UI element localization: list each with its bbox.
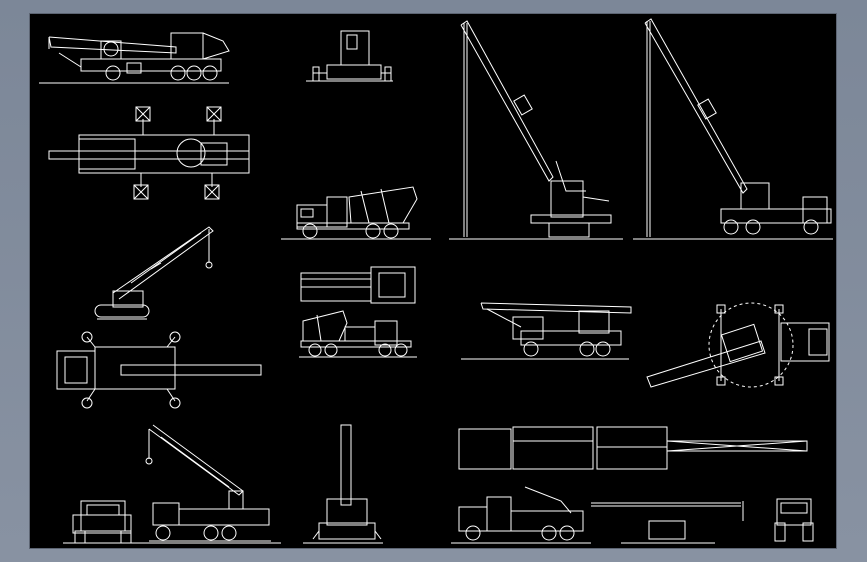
truck-crane-top-view-icon xyxy=(48,106,250,200)
concrete-mixer-top-view-icon xyxy=(300,266,416,304)
tower-crane-side-view-icon xyxy=(449,20,623,240)
jib-detail-icon xyxy=(591,501,744,544)
truck-front-view-icon xyxy=(63,500,139,544)
truck-front-view-small-icon xyxy=(774,498,814,542)
drawing-canvas[interactable] xyxy=(29,13,837,549)
recovery-truck-side-view-icon xyxy=(451,486,591,544)
lattice-crane-side-view-icon xyxy=(139,424,281,544)
lattice-boom-top-view-icon xyxy=(458,426,808,470)
mobile-crane-side-view-icon xyxy=(461,302,632,360)
mobile-crane-top-view-icon xyxy=(646,302,830,388)
crane-rear-view-icon xyxy=(303,424,383,544)
cad-drawing xyxy=(39,18,833,544)
truck-crane-boom-up-side-view-icon xyxy=(633,18,833,240)
truck-crane-side-view-icon xyxy=(39,32,230,84)
concrete-mixer-side-view-small-icon xyxy=(299,310,417,358)
concrete-mixer-truck-side-view-icon xyxy=(281,186,431,240)
truck-crane-rear-view-icon xyxy=(306,30,393,82)
crawler-crane-top-view-icon xyxy=(56,331,262,409)
crawler-crane-side-view-icon xyxy=(94,226,214,320)
